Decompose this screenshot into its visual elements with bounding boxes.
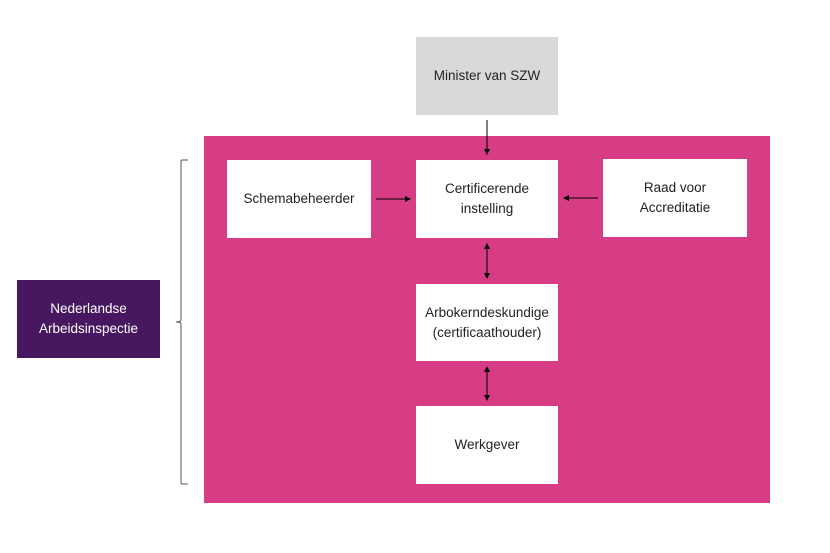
scope-bracket	[175, 159, 188, 485]
inspectie-node: Nederlandse Arbeidsinspectie	[17, 280, 160, 358]
minister-label: Minister van SZW	[433, 68, 541, 83]
raad-voor-accreditatie-node: Raad voor Accreditatie	[603, 159, 747, 237]
werkgever-node: Werkgever	[416, 406, 558, 484]
minister-node: Minister van SZW	[416, 37, 558, 115]
schemabeheerder-label: Schemabeheerder	[243, 191, 355, 206]
inspectie-label: Nederlandse Arbeidsinspectie	[38, 301, 139, 336]
werkgever-label: Werkgever	[454, 437, 520, 452]
arbokerndeskundige-label: Arbokerndeskundige (certificaathouder)	[425, 304, 549, 340]
arbokerndeskundige-node: Arbokerndeskundige (certificaathouder)	[416, 284, 558, 361]
schemabeheerder-node: Schemabeheerder	[227, 160, 371, 238]
certificerende-instelling-label: Certificerende instelling	[444, 181, 530, 216]
certificerende-instelling-node: Certificerende instelling	[416, 160, 558, 238]
raad-voor-accreditatie-label: Raad voor Accreditatie	[639, 180, 711, 215]
